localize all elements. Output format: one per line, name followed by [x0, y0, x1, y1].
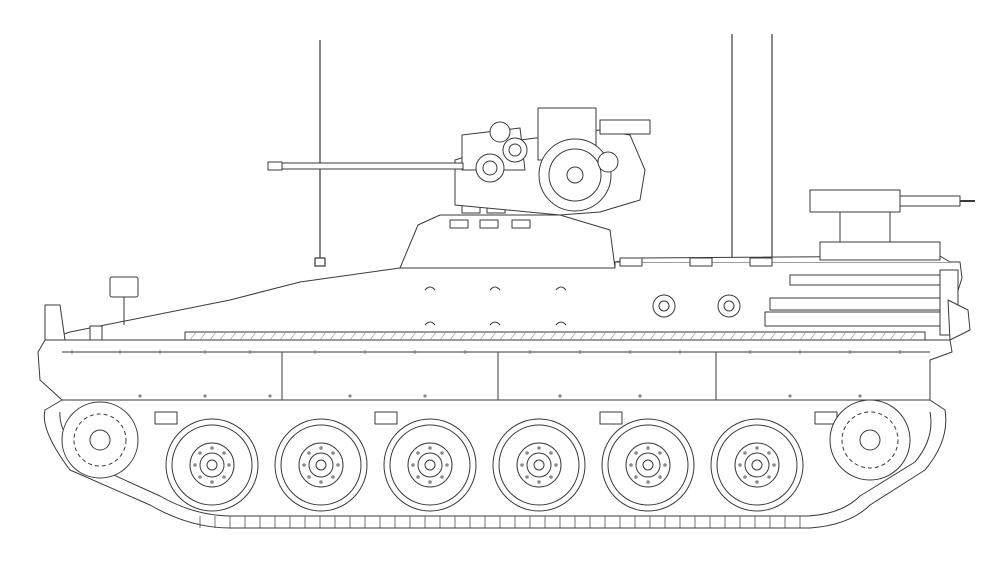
hull-side-skirt [38, 340, 952, 400]
skirt-rivets [70, 350, 902, 398]
road-wheel [711, 419, 803, 511]
side-mirror [110, 277, 138, 297]
road-wheel [166, 419, 258, 511]
turret [268, 108, 650, 215]
road-wheels [166, 419, 803, 511]
idler-wheel [830, 400, 910, 480]
antenna-base-left [315, 258, 325, 266]
hull-handles [425, 287, 566, 325]
road-wheel [384, 419, 476, 511]
drive-sprocket [62, 402, 138, 478]
hull-turret-deck [400, 215, 615, 268]
road-wheel [493, 419, 585, 511]
rail-hatching [190, 332, 916, 340]
rear-stowage [765, 270, 970, 340]
front-fittings [45, 277, 138, 340]
road-wheel [275, 419, 367, 511]
smoke-ports [653, 295, 740, 317]
side-rail [185, 332, 925, 340]
rear-weapon-station [810, 190, 975, 260]
main-gun-barrel [278, 163, 463, 169]
road-wheel [602, 419, 694, 511]
track-links [200, 516, 800, 528]
